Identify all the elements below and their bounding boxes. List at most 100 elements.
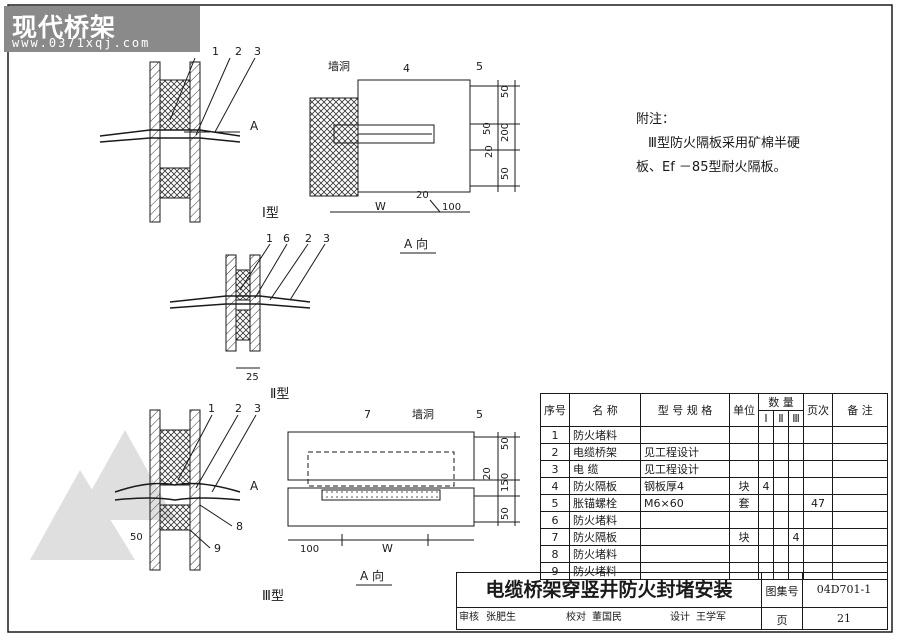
dim-w-3: W (382, 542, 393, 555)
bom-cell-unit: 块 (729, 477, 759, 495)
brand-name: 现代桥架 (12, 13, 117, 42)
type-1-a-view (309, 79, 520, 213)
dim-50a: 50 (500, 85, 511, 98)
bom-cell-q1 (758, 426, 774, 444)
sheet-border (7, 4, 893, 633)
dim-50e: 50 (500, 437, 511, 450)
review-name: 张肥生 (486, 612, 516, 623)
bom-cell-unit (729, 545, 759, 563)
bom-cell-remark (832, 426, 888, 444)
bom-cell-page (803, 460, 833, 478)
callout-5a: 5 (476, 60, 483, 73)
bom-cell-q3 (788, 477, 804, 495)
design-label: 设计 (670, 612, 690, 623)
bom-cell-spec (640, 545, 730, 563)
bom-cell-spec: 见工程设计 (640, 443, 730, 461)
bom-cell-spec: M6×60 (640, 494, 730, 512)
bom-cell-q1 (758, 545, 774, 563)
bom-cell-page (803, 477, 833, 495)
bom-cell-unit (729, 460, 759, 478)
bom-cell-remark (832, 528, 888, 546)
dim-50b: 50 (482, 122, 493, 135)
bom-cell-unit: 块 (729, 528, 759, 546)
bom-cell-remark (832, 562, 888, 580)
bom-cell-page (803, 511, 833, 529)
check-name: 董国民 (592, 612, 622, 623)
bom-h-spec: 型 号 规 格 (640, 393, 730, 427)
dim-20c: 20 (482, 467, 493, 480)
bom-cell-q2 (773, 477, 789, 495)
notes-line-1: Ⅲ型防火隔板采用矿棉半硬 (648, 136, 800, 151)
page-label: 页 (776, 614, 788, 627)
dim-150: 150 (500, 473, 511, 492)
bom-cell-q3 (788, 494, 804, 512)
callout-3a: 3 (254, 45, 261, 58)
review-label: 审核 (459, 612, 479, 623)
dim-50d: 50 (130, 532, 143, 543)
bom-cell-page (803, 426, 833, 444)
bom-cell-spec (640, 511, 730, 529)
hole-label-1: 墙洞 (328, 59, 350, 73)
bom-cell-name: 防火隔板 (569, 528, 641, 546)
callout-4: 4 (403, 62, 410, 75)
bom-cell-q3 (788, 443, 804, 461)
bom-h-remark: 备 注 (832, 393, 888, 427)
callout-7: 7 (364, 408, 371, 421)
type-1-section (99, 57, 256, 223)
notes-line-2: 板、Ef －85型耐火隔板。 (636, 160, 787, 175)
bom-cell-page (803, 443, 833, 461)
dim-25: 25 (246, 372, 259, 383)
bom-cell-q2 (773, 511, 789, 529)
atlas-label: 图集号 (765, 585, 799, 598)
bom-cell-q1 (758, 511, 774, 529)
bom-cell-name: 防火堵料 (569, 545, 641, 563)
bom-cell-name: 电 缆 (569, 460, 641, 478)
bom-cell-q2 (773, 460, 789, 478)
callout-1c: 1 (208, 402, 215, 415)
bom-cell-no: 3 (540, 460, 570, 478)
a-view-label-3: A 向 (360, 568, 384, 583)
bom-cell-spec: 钢板厚4 (640, 477, 730, 495)
bom-cell-page (803, 528, 833, 546)
drawing-title: 电缆桥架穿竖井防火封堵安装 (456, 572, 762, 608)
callout-9: 9 (214, 542, 221, 555)
design-name: 王学军 (696, 612, 726, 623)
bom-cell-unit (729, 443, 759, 461)
callout-1b: 1 (266, 232, 273, 245)
bom-cell-q3 (788, 545, 804, 563)
type-2-section (169, 243, 326, 369)
callout-2c: 2 (235, 402, 242, 415)
bom-h-page: 页次 (803, 393, 833, 427)
bom-cell-q2 (773, 494, 789, 512)
bom-cell-q2 (773, 528, 789, 546)
notes-heading: 附注： (636, 112, 676, 127)
bom-cell-q3 (788, 460, 804, 478)
a-view-label-1: A 向 (404, 236, 428, 251)
bom-cell-q2 (773, 443, 789, 461)
dim-20a: 20 (484, 145, 495, 158)
bom-cell-page (803, 545, 833, 563)
bom-header-row: 序号 名 称 型 号 规 格 单位 数 量 页次 备 注 (540, 393, 888, 427)
bom-h-q2: Ⅱ (773, 410, 789, 427)
bom-cell-remark (832, 511, 888, 529)
bom-cell-q1 (758, 460, 774, 478)
bom-cell-name: 防火堵料 (569, 562, 641, 580)
bom-cell-no: 8 (540, 545, 570, 563)
bom-cell-remark (832, 494, 888, 512)
type-3-a-view (287, 431, 520, 546)
bom-cell-name: 防火堵料 (569, 511, 641, 529)
brand-logo: 现代桥架 www.0371xqj.com (4, 6, 200, 52)
dim-200: 200 (500, 123, 511, 142)
callout-3b: 3 (323, 232, 330, 245)
bom-cell-unit: 套 (729, 494, 759, 512)
bom-cell-spec (640, 528, 730, 546)
